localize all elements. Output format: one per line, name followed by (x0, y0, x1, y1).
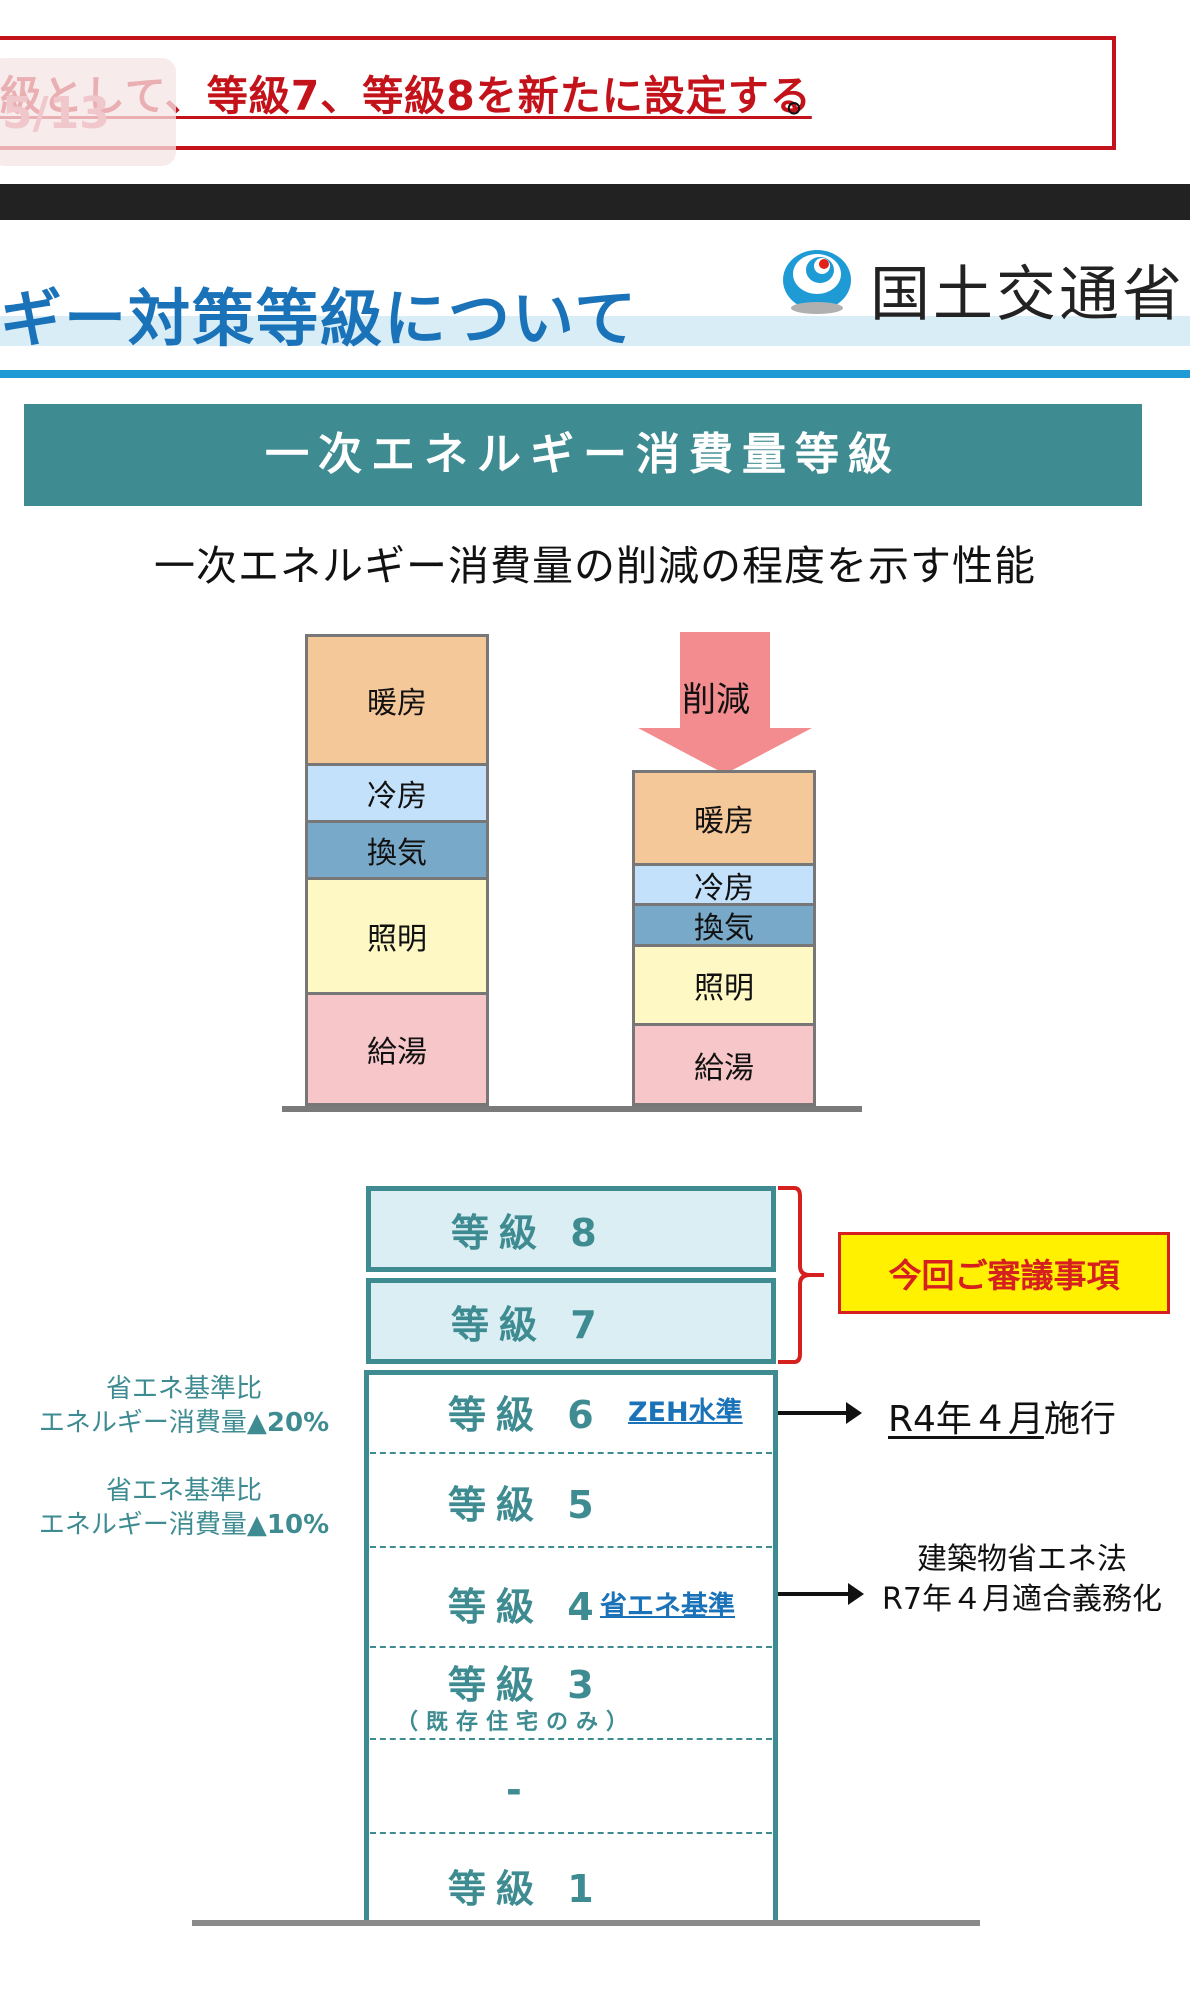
grade-3-note: （既存住宅のみ） (396, 1710, 637, 1735)
grade-divider (370, 1546, 772, 1548)
before-hot-water-segment: 給湯 (305, 992, 489, 1106)
r4-enforcement-text: R4年４月施行 (888, 1399, 1116, 1440)
banner-period: 。 (786, 74, 827, 122)
reduction-label: 削減 (682, 680, 750, 720)
grade-divider (370, 1452, 772, 1454)
existing-grades-frame (364, 1370, 778, 1924)
r7-mandate-text: 建築物省エネ法 R7年４月適合義務化 (860, 1540, 1184, 1620)
energy-standard-note: 省エネ基準 (600, 1591, 735, 1622)
reduction-arrow-icon (638, 632, 812, 774)
page-counter-text: 5/13 (2, 88, 110, 139)
before-ventilation-segment: 換気 (305, 820, 489, 880)
reduction-20-note-line1: 省エネ基準比 (105, 1374, 262, 1404)
mlit-logo-icon (783, 250, 851, 314)
law-name: 建築物省エネ法 (917, 1542, 1127, 1577)
grade-7-label: 等級 7 (451, 1302, 607, 1347)
zeh-level-note: ZEH水準 (628, 1397, 743, 1428)
grade-baseline (192, 1920, 980, 1926)
grade-1-label: 等級 1 (448, 1867, 604, 1911)
reduction-10-note: 省エネ基準比 エネルギー消費量▲10% (14, 1474, 354, 1542)
grade-3-label: 等級 3 (448, 1663, 604, 1707)
after-lighting-segment: 照明 (632, 944, 816, 1026)
grade-7-box: 等級 7 (366, 1278, 776, 1364)
grade-5-label: 等級 5 (448, 1483, 604, 1527)
title-rule (0, 370, 1190, 378)
grade-8-label: 等級 8 (451, 1210, 607, 1255)
divider-band (0, 184, 1190, 220)
after-hot-water-segment: 給湯 (632, 1023, 816, 1106)
slide-title: ギー対策等級について (0, 282, 639, 355)
bar-baseline (282, 1106, 862, 1112)
before-cooling-segment: 冷房 (305, 763, 489, 823)
r7-arrow-icon (778, 1583, 864, 1605)
r4-arrow-icon (778, 1402, 862, 1424)
section-heading: 一次エネルギー消費量等級 (265, 429, 901, 480)
section-heading-bar: 一次エネルギー消費量等級 (24, 404, 1142, 506)
reduction-10-note-line2: エネルギー消費量▲10% (38, 1510, 330, 1540)
grade-8-box: 等級 8 (366, 1186, 776, 1272)
page-counter-badge: 5/13 (0, 58, 176, 166)
title-band (0, 316, 1190, 346)
ministry-name: 国土交通省 (870, 260, 1185, 330)
after-heating-segment: 暖房 (632, 770, 816, 866)
grade-divider (370, 1646, 772, 1648)
grade-2-placeholder: - (506, 1768, 532, 1812)
reduction-20-note-line2: エネルギー消費量▲20% (38, 1408, 330, 1438)
before-lighting-segment: 照明 (305, 877, 489, 995)
review-bracket (778, 1186, 824, 1364)
reduction-20-note: 省エネ基準比 エネルギー消費量▲20% (14, 1372, 354, 1440)
after-cooling-segment: 冷房 (632, 863, 816, 906)
section-subtitle: 一次エネルギー消費量の削減の程度を示す性能 (154, 542, 1036, 590)
grade-divider (370, 1738, 772, 1740)
grade-4-label: 等級 4 (448, 1585, 604, 1629)
grade-divider (370, 1832, 772, 1834)
before-heating-segment: 暖房 (305, 634, 489, 766)
law-mandate: R7年４月適合義務化 (882, 1582, 1162, 1617)
reduction-10-note-line1: 省エネ基準比 (105, 1476, 262, 1506)
review-item-badge: 今回ご審議事項 (838, 1232, 1170, 1314)
grade-6-label: 等級 6 (448, 1393, 604, 1437)
after-ventilation-segment: 換気 (632, 903, 816, 947)
